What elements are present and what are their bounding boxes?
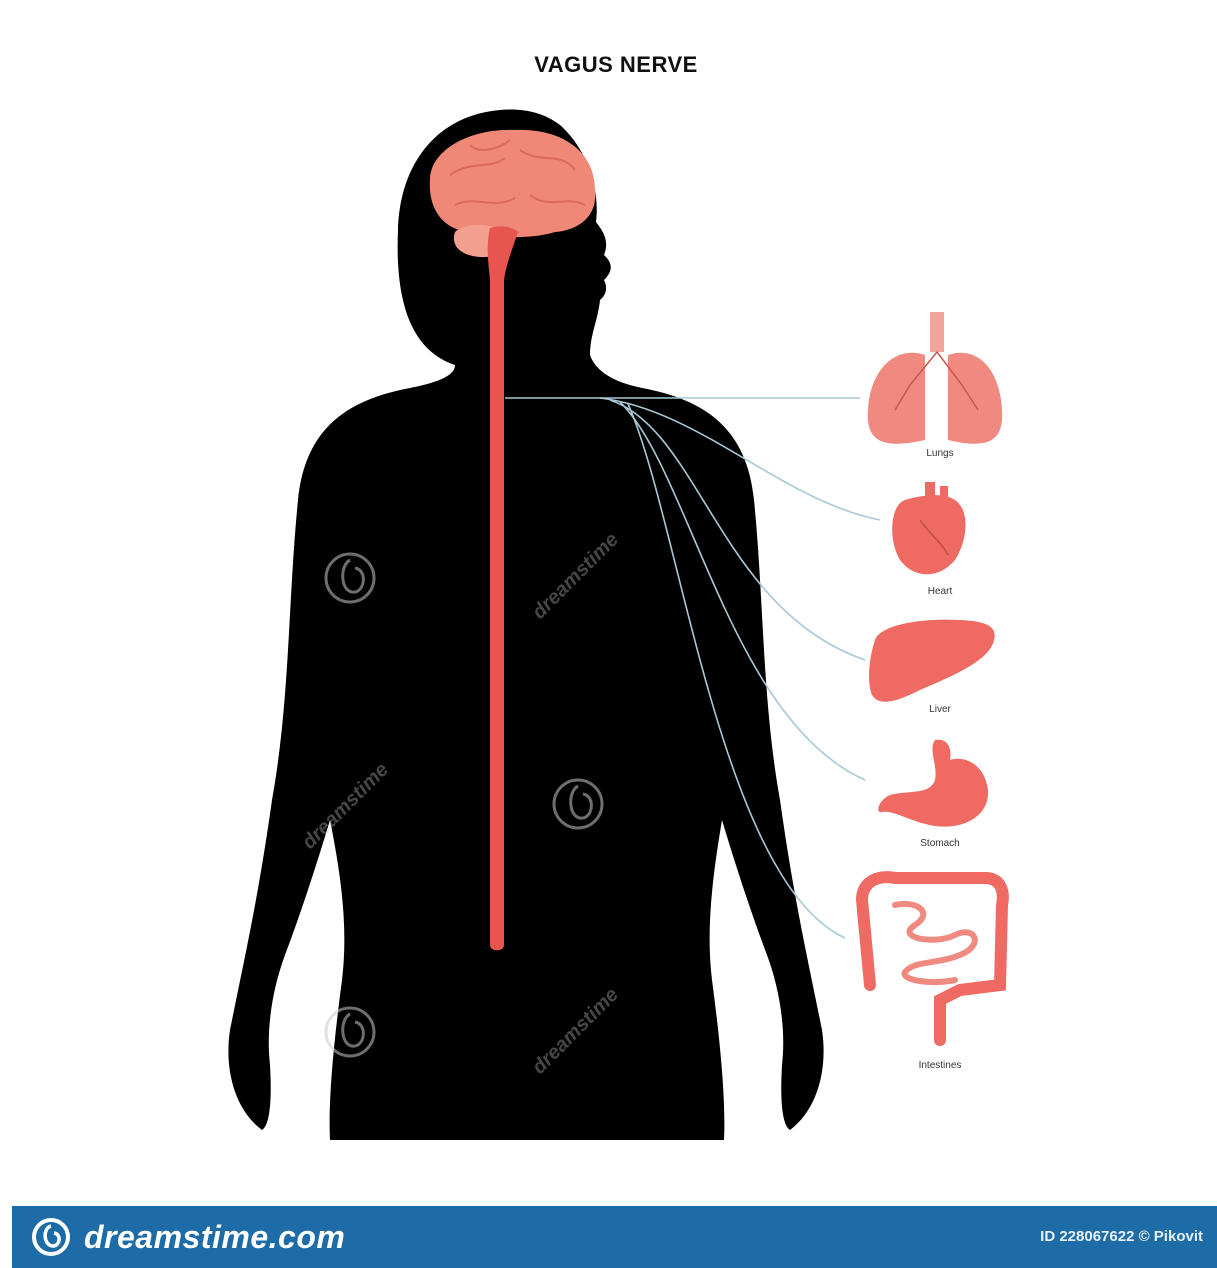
image-id: ID 228067622 © Pikovit [1040,1228,1203,1245]
heart-icon [892,482,965,574]
lungs-icon [868,312,1002,444]
label-lungs: Lungs [880,448,1000,459]
liver-icon [869,620,995,702]
label-stomach: Stomach [880,838,1000,849]
dreamstime-logo-icon [30,1216,72,1258]
dreamstime-bar: dreamstime.com ID 228067622 © Pikovit [12,1206,1217,1268]
brain [430,130,596,237]
dreamstime-brand: dreamstime.com [84,1219,345,1256]
stomach-icon [878,740,988,827]
body-silhouette [228,110,823,1140]
label-liver: Liver [880,704,1000,715]
label-intestines: Intestines [880,1060,1000,1071]
intestines-icon [862,877,1003,1040]
label-heart: Heart [880,586,1000,597]
